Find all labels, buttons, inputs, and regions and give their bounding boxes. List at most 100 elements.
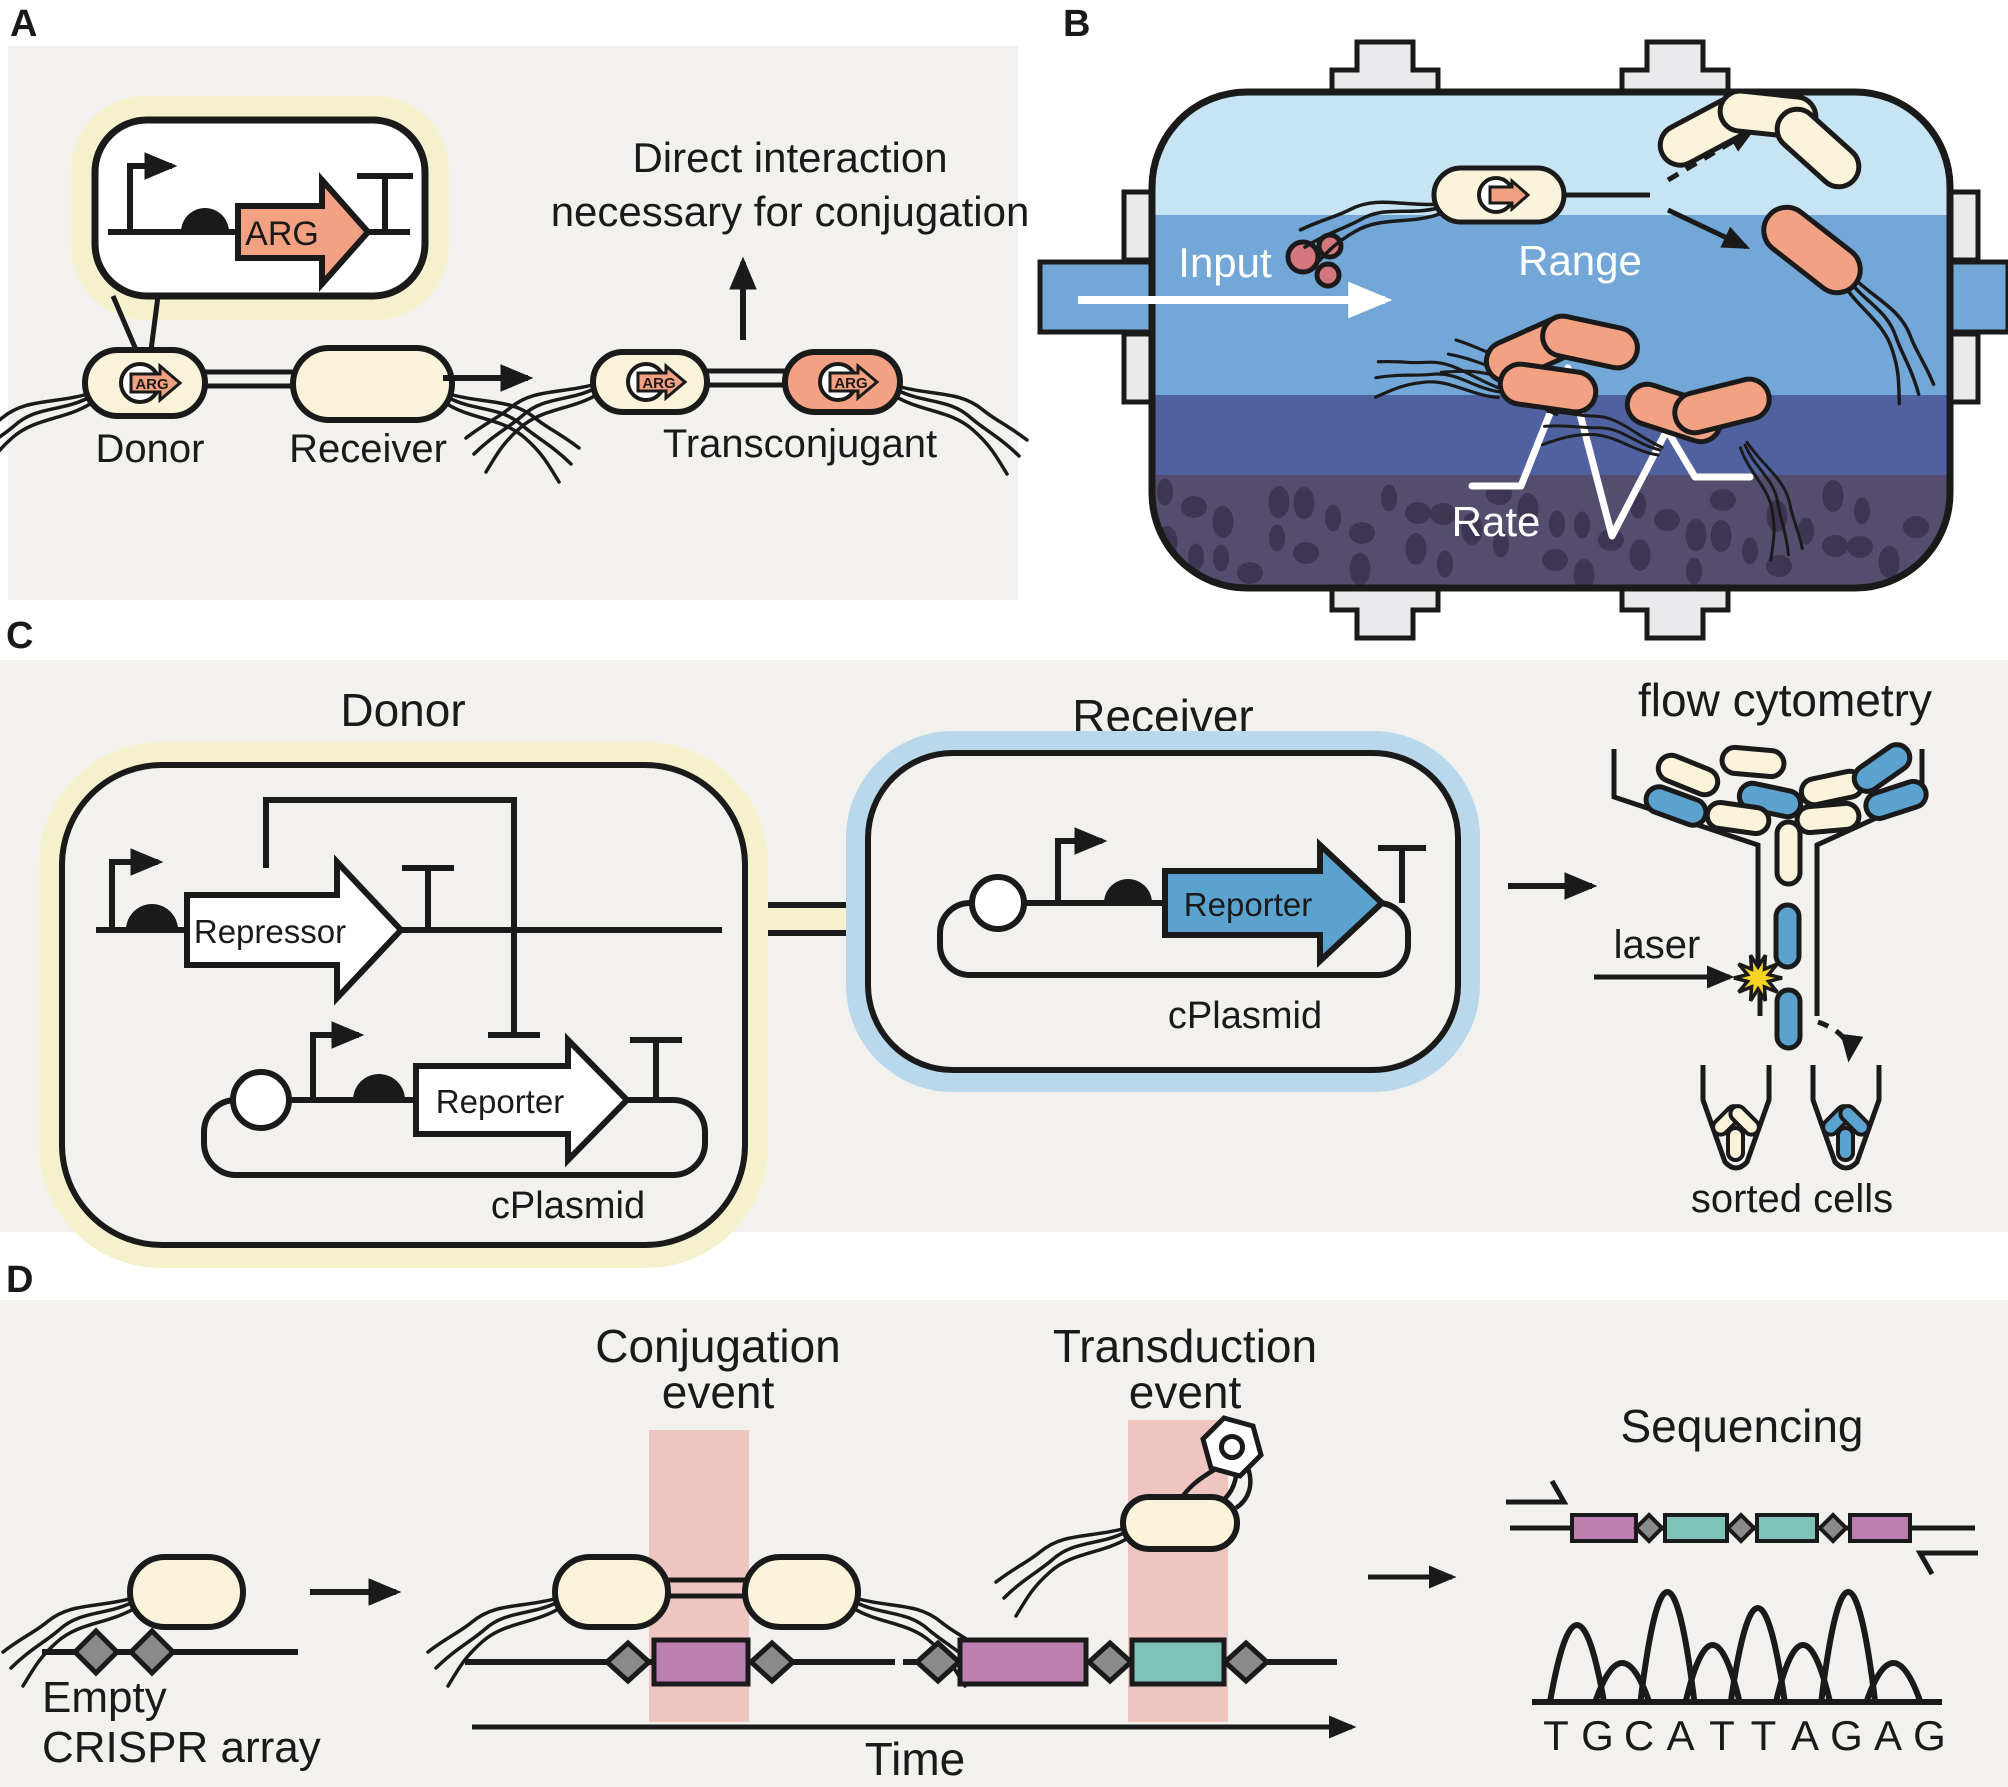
sediment-spot: [1437, 550, 1453, 578]
terminator-icon: [402, 865, 454, 930]
transduction-spacer: [1755, 1513, 1819, 1543]
orit-icon: [230, 1069, 292, 1131]
flow-cytometry-title: flow cytometry: [1638, 674, 1932, 726]
note-line-1: Direct interaction: [632, 134, 947, 181]
sediment-spot: [1181, 496, 1207, 518]
sediment-spot: [1405, 533, 1427, 565]
sessile-cells-pile-1: [1359, 310, 1640, 457]
phage-icon: [1178, 1415, 1264, 1510]
donor-bacterium-icon: ARG: [0, 347, 208, 484]
reporter-gene-arrow-blue: Reporter: [1162, 838, 1387, 968]
plasmid-dot: [1314, 261, 1342, 289]
cell-in-channel: [1774, 819, 1803, 887]
base-letter: A: [1791, 1712, 1819, 1759]
laser-label: laser: [1614, 923, 1701, 967]
base-letter: G: [1830, 1712, 1863, 1759]
forward-primer-icon: [1506, 1479, 1569, 1505]
sediment-spot: [1381, 484, 1397, 512]
tank-flange: [1329, 583, 1441, 641]
repeat-diamond: [127, 1627, 177, 1677]
panel-b-label: B: [1063, 3, 1090, 45]
sediment-spot: [1574, 511, 1590, 539]
donor-bacterium-icon: [1291, 165, 1650, 293]
sediment-spot: [1188, 543, 1204, 571]
sediment-spot: [1847, 536, 1873, 558]
conjugation-title-2: event: [662, 1366, 775, 1418]
sediment-spot: [1493, 530, 1509, 558]
sediment-spot: [1268, 486, 1290, 518]
sessile-cells-pile-2: [1527, 374, 1834, 573]
sediment-spot: [1542, 549, 1568, 571]
conjugation-pair: [426, 1554, 987, 1688]
range-label: Range: [1518, 237, 1642, 284]
flange-tab: [1947, 189, 1981, 263]
conjugation-spacer: [1570, 1513, 1638, 1543]
flange-tab: [1121, 189, 1155, 263]
non-recipient-cells: [1657, 88, 1862, 190]
chromatogram-peak: [1637, 1589, 1698, 1703]
sediment-spot: [1686, 557, 1702, 585]
repeat-diamond: [1085, 1639, 1135, 1685]
sediment-spot: [1685, 519, 1707, 551]
sediment-spot: [1349, 553, 1371, 585]
arg-plasmid-inset: ARG: [71, 96, 449, 320]
base-letter: T: [1751, 1712, 1777, 1759]
rbs-icon: [1104, 879, 1152, 903]
sediment-spot: [1798, 517, 1814, 545]
sediment-spot: [1237, 562, 1263, 584]
repeat-diamond: [1725, 1512, 1757, 1544]
flange-tab: [1121, 331, 1155, 405]
sequencing-title: Sequencing: [1621, 1400, 1864, 1452]
promoter-icon: [109, 848, 164, 930]
sediment-spot: [1349, 522, 1375, 544]
empty-array-label-1: Empty: [42, 1673, 167, 1722]
repression-line: [263, 797, 540, 1038]
sediment-spot: [1213, 544, 1229, 572]
promoter-icon: [310, 1021, 365, 1100]
repeat-diamond: [603, 1639, 653, 1685]
cell-in-channel: [1773, 902, 1802, 970]
tank-flange: [1619, 39, 1731, 97]
reporter-label: Reporter: [436, 1083, 564, 1120]
sediment-spot: [1549, 510, 1565, 538]
sediment-spot: [1854, 497, 1870, 525]
bioreactor-tank-outline: [1148, 88, 1954, 592]
sediment-spot: [1461, 513, 1483, 545]
empty-array-label-2: CRISPR array: [42, 1723, 321, 1772]
sediment-spot: [1742, 537, 1758, 565]
sediment-spot: [1903, 516, 1929, 538]
repeat-diamond: [1633, 1512, 1665, 1544]
orit-icon: [969, 874, 1027, 932]
rate-label: Rate: [1452, 498, 1541, 545]
repressor-gene-arrow: Repressor: [184, 854, 406, 1006]
donor-title: Donor: [340, 684, 465, 736]
sequencing-amplicon: [1506, 1479, 1978, 1576]
flow-cytometer: laser sorted cells: [1594, 742, 1929, 1221]
sediment-spot: [1654, 509, 1680, 531]
start-bacterium-icon: [1, 1554, 246, 1688]
sorted-cream-cells: [1711, 1104, 1761, 1162]
transduction-title-2: event: [1129, 1366, 1242, 1418]
sorted-blue-cells: [1821, 1104, 1871, 1162]
collection-tube: [1810, 1065, 1882, 1171]
time-label: Time: [865, 1733, 966, 1785]
arg-mini-label: ARG: [135, 376, 168, 393]
base-letter: T: [1543, 1712, 1569, 1759]
collection-tube: [1700, 1065, 1772, 1171]
panel-d-label: D: [6, 1259, 33, 1301]
transduction-spacer: [1129, 1637, 1227, 1687]
sediment-spot: [1293, 542, 1319, 564]
sediment-spots: [1156, 478, 1929, 588]
arg-gene-label: ARG: [245, 215, 319, 253]
base-letter: G: [1913, 1712, 1946, 1759]
reporter-label: Reporter: [1184, 886, 1312, 923]
cplasmid-label: cPlasmid: [491, 1185, 645, 1227]
sediment-spot: [1766, 555, 1792, 577]
receiver-label: Receiver: [289, 427, 447, 471]
base-letter: C: [1624, 1712, 1654, 1759]
transduction-crispr-array: [903, 1637, 1337, 1687]
repeat-diamond: [913, 1639, 963, 1685]
recipient-cell: [1761, 204, 1963, 416]
arg-mini-label: ARG: [834, 375, 867, 392]
